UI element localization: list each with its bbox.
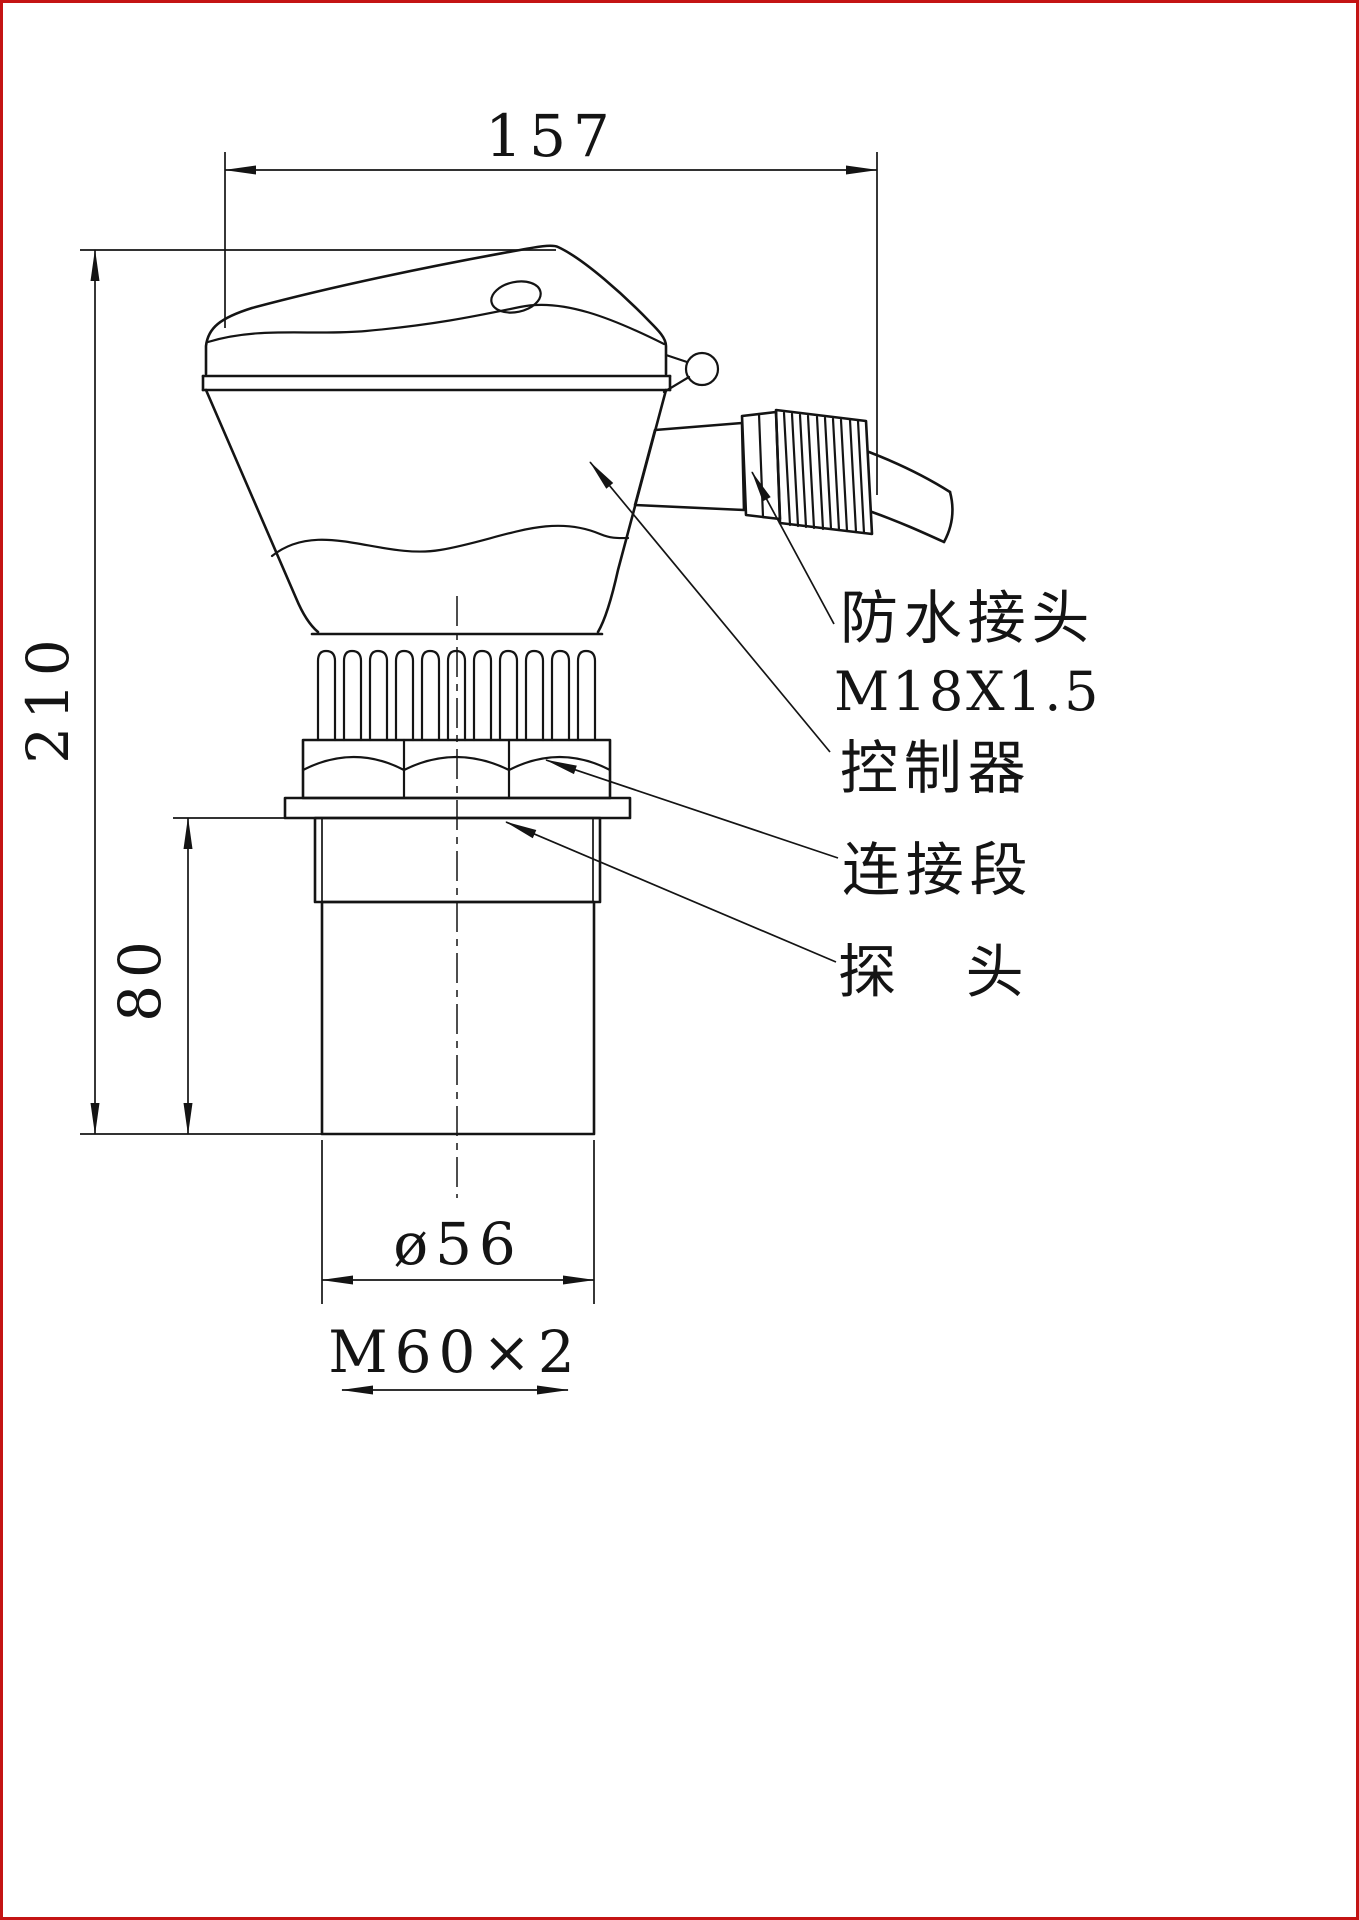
leader-connection-section xyxy=(545,759,839,859)
knurl-ribs xyxy=(782,411,866,535)
dimension-overall-width: 157 xyxy=(224,102,878,495)
waterproof-connector-assembly xyxy=(633,351,954,544)
dimension-value-thread: M60×2 xyxy=(328,1318,582,1386)
leader-waterproof-connector xyxy=(751,471,835,625)
dimension-value-height: 210 xyxy=(14,632,82,764)
leader-probe xyxy=(505,821,837,963)
callout-labels: 防水接头 M18X1.5 控制器 连接段 探 头 xyxy=(834,586,1101,1005)
label-controller: 控制器 xyxy=(840,736,1031,801)
leader-lines xyxy=(505,461,839,963)
gland-knurled-nut xyxy=(774,408,874,536)
dimension-value-80: 80 xyxy=(106,934,174,1022)
label-probe: 探 头 xyxy=(838,940,1029,1005)
dimension-mount-thread: M60×2 xyxy=(328,1318,582,1395)
dimension-overall-height: 210 xyxy=(14,249,556,1135)
dimension-probe-diameter: ø56 xyxy=(321,1140,595,1304)
cap-hole xyxy=(490,280,542,314)
sensor-head-cap xyxy=(201,244,672,392)
dimension-probe-section-height: 80 xyxy=(106,817,315,1135)
leader-controller xyxy=(589,461,831,753)
body-contour-line xyxy=(270,524,630,558)
label-connector-thread-spec: M18X1.5 xyxy=(834,660,1101,723)
dimension-value-width: 157 xyxy=(485,102,617,170)
cap-contour-line xyxy=(206,303,666,346)
dimension-value-diameter: ø56 xyxy=(393,1210,523,1278)
cable xyxy=(867,450,952,494)
ribbed-section xyxy=(316,649,597,742)
connector-ring-detail xyxy=(684,351,720,387)
label-waterproof-connector: 防水接头 xyxy=(840,586,1095,651)
gland-neck xyxy=(633,421,746,512)
fins xyxy=(316,649,597,742)
controller-body xyxy=(204,388,668,636)
label-connection-section: 连接段 xyxy=(842,838,1033,903)
probe-cylinder xyxy=(320,900,596,1136)
